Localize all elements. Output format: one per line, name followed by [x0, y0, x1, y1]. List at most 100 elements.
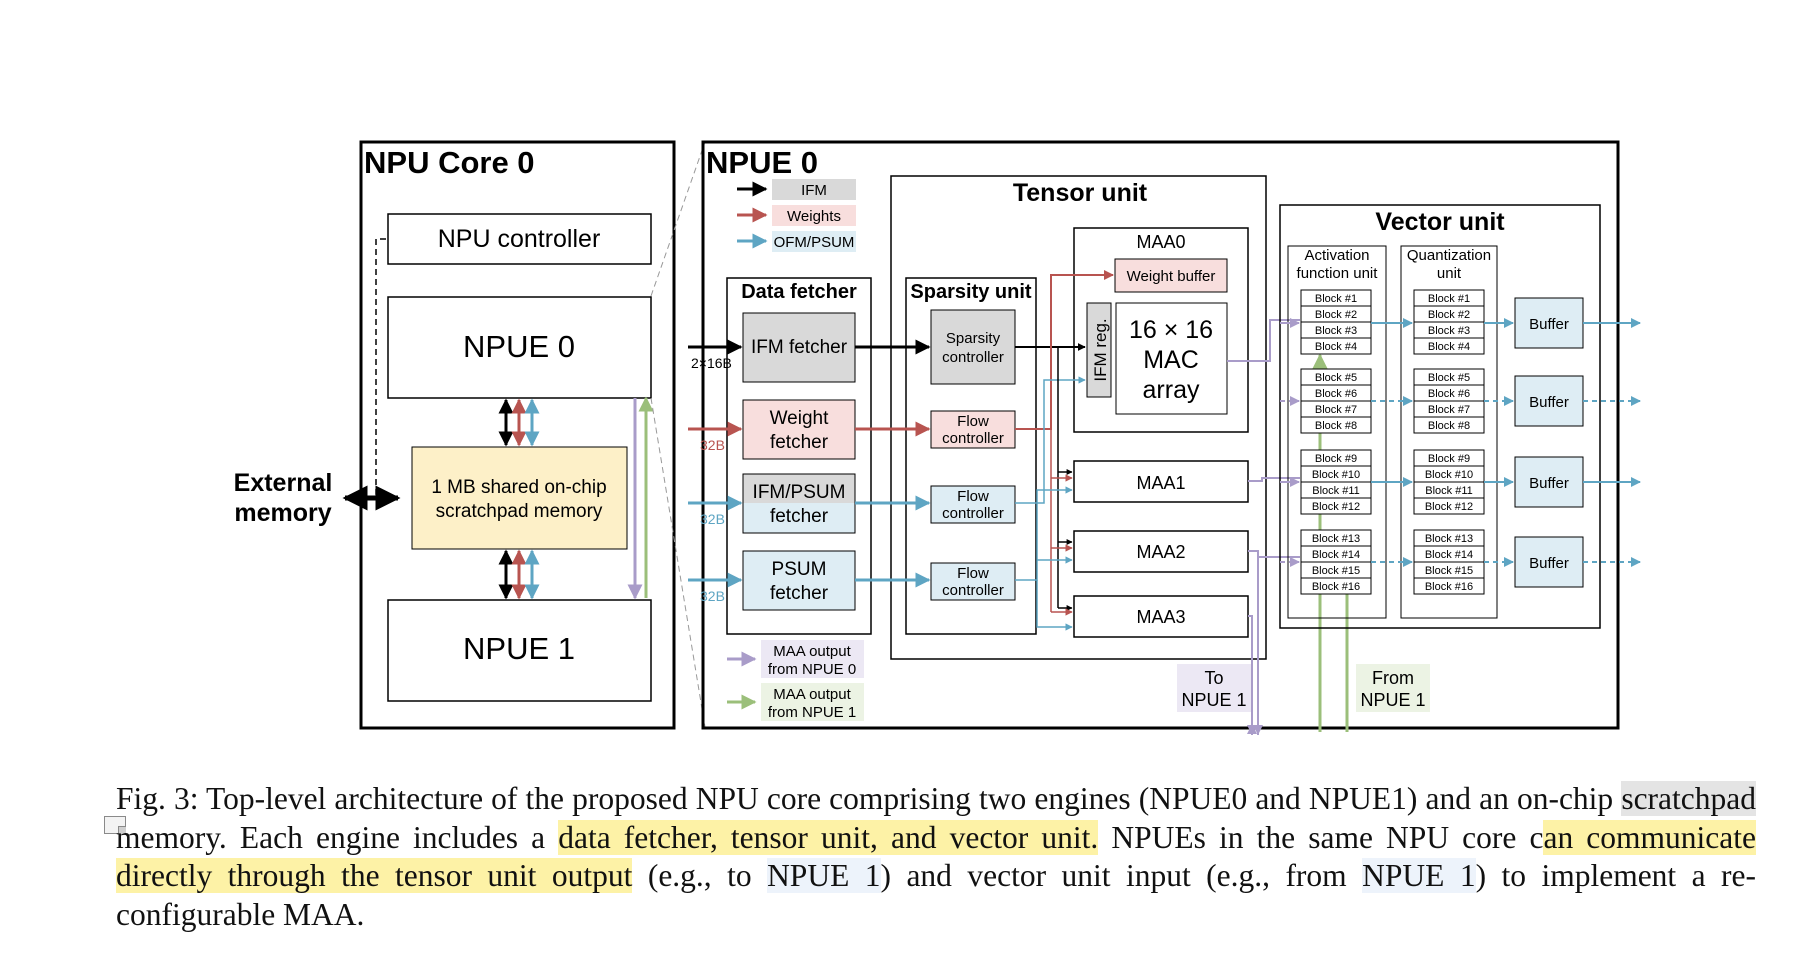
- quant-unit-l1: Quantization: [1407, 247, 1491, 264]
- act-block-cell: [1300, 497, 1372, 515]
- flow-ctrl2-l2: controller: [942, 505, 1004, 522]
- quant-block-label: Block #10: [1425, 469, 1473, 481]
- caption-part-5: NPUEs in the same NPU core c: [1098, 819, 1544, 855]
- controller-dashed-link: [375, 238, 386, 497]
- quant-block-label: Block #3: [1428, 325, 1470, 337]
- caption-part-7: (e.g., to: [632, 858, 768, 893]
- quant-block-label: Block #8: [1428, 420, 1470, 432]
- tensor-wiring: [1015, 270, 1114, 631]
- activation-unit-box: [1287, 245, 1387, 619]
- width-psum: 32B: [700, 588, 725, 604]
- legend-ofm: OFM/PSUM: [774, 234, 855, 251]
- comment-icon[interactable]: [104, 816, 126, 834]
- flow-ctrl2-l1: Flow: [957, 488, 989, 505]
- caption-npue1-b: NPUE 1: [1362, 858, 1476, 893]
- quant-block-label: Block #1: [1428, 293, 1470, 305]
- scratchpad-label-2: scratchpad memory: [436, 501, 603, 522]
- act-block-label: Block #7: [1315, 404, 1357, 416]
- to-npue1-box: [1177, 664, 1251, 712]
- maa-output-wiring: [1227, 319, 1300, 735]
- legend-maa0-l2: from NPUE 0: [768, 661, 856, 678]
- npue-detail-title: NPUE 0: [706, 145, 818, 180]
- quant-block-label: Block #7: [1428, 404, 1470, 416]
- flow-ctrl1-l2: controller: [942, 430, 1004, 447]
- act-block-label: Block #15: [1312, 565, 1360, 577]
- npue0-box: [387, 296, 652, 399]
- legend-maa: MAA output from NPUE 0 MAA output from N…: [727, 640, 864, 721]
- quant-block-label: Block #4: [1428, 341, 1470, 353]
- quant-block-label: Block #14: [1425, 549, 1473, 561]
- legend-maa1-l2: from NPUE 1: [768, 704, 856, 721]
- buffer-box: [1514, 375, 1584, 427]
- caption-highlight-engines: data fetcher, tensor unit, and vector un…: [558, 819, 1099, 855]
- sparsity-controller-box: [930, 309, 1016, 385]
- vector-unit-title: Vector unit: [1375, 208, 1505, 236]
- quant-block-label: Block #2: [1428, 309, 1470, 321]
- buffer-box: [1514, 536, 1584, 588]
- ifm-fetcher-box: [742, 312, 856, 383]
- external-memory-label-2: memory: [234, 499, 331, 527]
- flow-controller-psum: [930, 562, 1016, 601]
- act-block-cell: [1300, 577, 1372, 595]
- quant-block-cell: [1413, 416, 1485, 434]
- scratchpad-box: [411, 446, 628, 550]
- width-weight: 32B: [700, 437, 725, 453]
- act-block-cell: [1300, 416, 1372, 434]
- act-block-label: Block #5: [1315, 372, 1357, 384]
- act-block-label: Block #10: [1312, 469, 1360, 481]
- vector-blocks: Block #1 Block #2 Block #3 Block #4 Block #5…: [1280, 289, 1641, 595]
- sparsity-controller-l1: Sparsity: [946, 330, 1001, 347]
- npue1-label: NPUE 1: [463, 631, 575, 666]
- vector-unit-box: [1279, 204, 1601, 629]
- act-block-label: Block #6: [1315, 388, 1357, 400]
- quant-block-label: Block #15: [1425, 565, 1473, 577]
- buffer-box: [1514, 297, 1584, 349]
- maa1-label: MAA1: [1136, 473, 1185, 493]
- sparsity-unit-title: Sparsity unit: [910, 281, 1031, 303]
- width-ifmpsum: 32B: [700, 511, 725, 527]
- quant-block-cell: [1413, 337, 1485, 355]
- external-memory-label-1: External: [234, 469, 333, 497]
- caption-scratchpad: scratchpad: [1621, 781, 1756, 816]
- mac-array-l1: 16 × 16: [1129, 316, 1213, 344]
- flow-ctrl3-l2: controller: [942, 582, 1004, 599]
- quant-block-cell: [1413, 497, 1485, 515]
- npu-controller-label: NPU controller: [438, 225, 601, 253]
- architecture-diagram: NPU Core 0 NPU controller NPUE 0 1 MB sh…: [234, 140, 1641, 735]
- weight-fetcher-l1: Weight: [770, 408, 830, 429]
- weight-fetcher-box: [742, 399, 856, 460]
- width-ifm: 2×16B: [691, 355, 732, 371]
- weight-fetcher-l2: fetcher: [770, 432, 829, 453]
- act-block-label: Block #3: [1315, 325, 1357, 337]
- ifm-reg-box: [1086, 302, 1112, 398]
- psum-fetcher-l1: PSUM: [772, 559, 827, 580]
- maa2-box: [1073, 530, 1249, 573]
- act-block-label: Block #2: [1315, 309, 1357, 321]
- act-block-label: Block #16: [1312, 581, 1360, 593]
- from-npue1-l1: From: [1372, 668, 1414, 688]
- maa3-box: [1073, 595, 1249, 638]
- act-block-label: Block #9: [1315, 453, 1357, 465]
- act-block-label: Block #11: [1312, 485, 1360, 497]
- flow-controller-ifmpsum: [930, 485, 1016, 524]
- buffer-label: Buffer: [1529, 475, 1569, 492]
- ifmpsum-fetcher-l2: fetcher: [770, 506, 829, 527]
- caption-part-3: memory. Each engine includes a: [116, 819, 559, 855]
- figure-caption: Fig. 3: Top-level architecture of the pr…: [116, 780, 1756, 934]
- data-fetcher-title: Data fetcher: [741, 281, 857, 303]
- maa0-label: MAA0: [1136, 232, 1185, 252]
- npue1-box: [387, 599, 652, 702]
- npu-core-title: NPU Core 0: [364, 145, 535, 180]
- quant-block-label: Block #13: [1425, 533, 1473, 545]
- buffer-label: Buffer: [1529, 316, 1569, 333]
- act-block-label: Block #8: [1315, 420, 1357, 432]
- flow-ctrl3-l1: Flow: [957, 565, 989, 582]
- tensor-unit-title: Tensor unit: [1013, 179, 1148, 207]
- zoom-line-bottom: [650, 397, 706, 728]
- act-block-label: Block #4: [1315, 341, 1357, 353]
- mac-array-box: [1115, 302, 1228, 415]
- act-block-label: Block #13: [1312, 533, 1360, 545]
- quant-block-label: Block #12: [1425, 501, 1473, 513]
- quant-block-label: Block #9: [1428, 453, 1470, 465]
- act-block-label: Block #1: [1315, 293, 1357, 305]
